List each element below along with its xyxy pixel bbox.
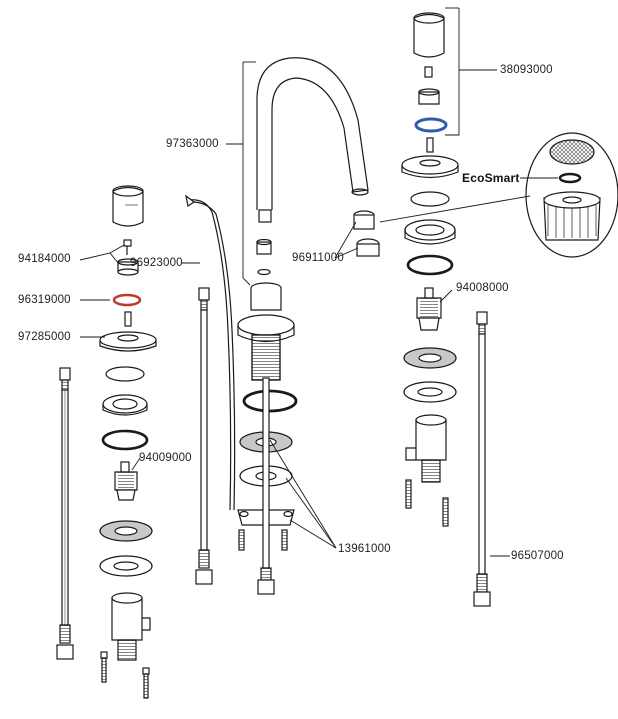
right-handle-screw xyxy=(424,66,433,78)
label-38093000: 38093000 xyxy=(500,64,553,76)
center-rod xyxy=(257,377,275,595)
right-nut xyxy=(404,219,456,245)
label-96319000: 96319000 xyxy=(18,294,71,306)
label-13961000: 13961000 xyxy=(338,543,391,555)
left-gasket-black xyxy=(101,429,149,451)
left-washer-white xyxy=(99,555,153,577)
left-supply-hose xyxy=(56,367,74,660)
label-94009000: 94009000 xyxy=(139,452,192,464)
right-cartridge xyxy=(416,287,442,331)
right-valve-body xyxy=(405,414,447,483)
red-o-ring xyxy=(112,293,142,307)
right-o-ring-1 xyxy=(410,191,450,207)
label-96911000: 96911000 xyxy=(292,252,344,264)
middle-supply-hose xyxy=(195,287,213,585)
left-o-ring-1 xyxy=(105,366,145,382)
center-bolt-1 xyxy=(238,529,245,551)
right-supply-hose xyxy=(473,311,491,607)
left-escutcheon xyxy=(99,311,157,352)
right-handle xyxy=(413,12,445,58)
right-gasket-black xyxy=(406,254,454,276)
spout-body xyxy=(237,282,295,381)
spout xyxy=(256,57,369,210)
label-94008000: 94008000 xyxy=(456,282,509,294)
center-small-parts xyxy=(256,238,272,276)
leader-lines xyxy=(79,7,558,557)
label-96923000: 96923000 xyxy=(130,257,183,269)
blue-o-ring xyxy=(414,117,448,133)
spout-base-fitting xyxy=(258,209,272,223)
center-bolt-2 xyxy=(281,529,288,551)
right-adapter xyxy=(418,88,440,105)
left-cartridge xyxy=(114,461,138,501)
label-97363000: 97363000 xyxy=(166,138,219,150)
right-escutcheon xyxy=(401,137,459,179)
center-gasket-black xyxy=(242,389,298,413)
right-bolt-1 xyxy=(405,479,412,509)
ecosmart-callout xyxy=(525,132,618,258)
label-ecosmart: EcoSmart xyxy=(462,171,520,185)
left-nut xyxy=(102,394,148,416)
label-97285000: 97285000 xyxy=(18,331,71,343)
left-bolt-2 xyxy=(142,667,150,699)
flexible-tube xyxy=(185,194,236,511)
label-96507000: 96507000 xyxy=(511,550,564,562)
left-adapter xyxy=(117,258,139,276)
left-handle-screw xyxy=(123,239,132,255)
label-94184000: 94184000 xyxy=(18,253,71,265)
left-bolt-1 xyxy=(100,651,108,683)
left-handle xyxy=(112,185,144,227)
right-bolt-2 xyxy=(442,497,449,527)
right-washer-white xyxy=(403,381,457,403)
left-valve-body xyxy=(111,592,151,661)
aerator-parts xyxy=(353,210,380,257)
